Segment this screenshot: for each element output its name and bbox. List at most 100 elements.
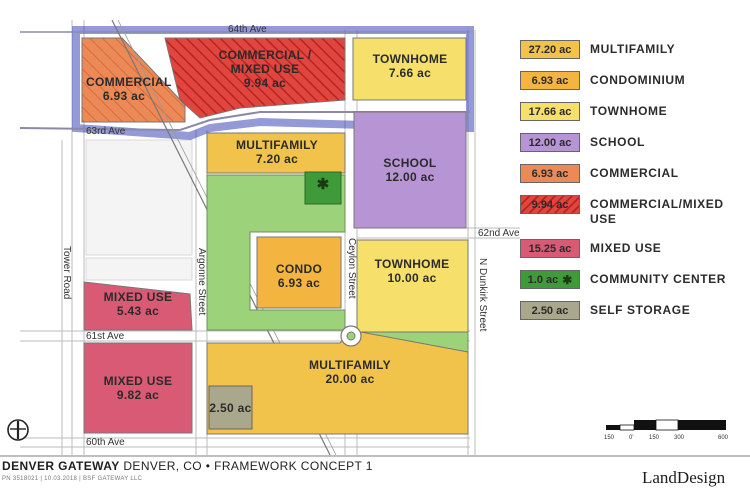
parcel-area: 7.20 ac [255,152,299,166]
parcel-name: TOWNHOME [374,257,450,271]
parcel-multifamily-south [206,329,469,435]
legend-value: 27.20 ac [528,43,572,56]
parcel-area: 7.66 ac [388,66,432,80]
legend-label-line2: USE [590,212,617,226]
plan-meta: PN 3518021 | 10.03.2018 | BSF GATEWAY LL… [2,476,143,482]
parcel-school [353,111,467,229]
legend-label: COMMERCIAL/MIXED USE [590,197,724,227]
street-label-dunkirk: N Dunkirk Street [477,258,488,332]
street-label-60th: 60th Ave [86,437,125,448]
parcel-label-mixed-use-north: MIXED USE 5.43 ac [90,290,186,318]
parcel-area: 10.00 ac [387,271,437,285]
legend-label: CONDOMINIUM [590,73,686,87]
legend-value: 6.93 ac [531,74,569,87]
scale-label: 300 [674,435,685,441]
street-label-argonne: Argonne Street [196,248,207,316]
parcel-name: CONDO [275,262,323,276]
legend-swatch: 1.0 ac✱ [520,270,580,289]
scale-bar-graphic [606,419,726,431]
parcel-commercial-mixed-use [164,37,346,119]
concept-name: FRAMEWORK CONCEPT 1 [214,459,373,473]
legend-row-multifamily: 27.20 ac MULTIFAMILY [520,40,748,62]
parcel-area: 9.82 ac [116,388,160,402]
legend-row-commercial-mixed: 9.94 ac COMMERCIAL/MIXED USE [520,195,748,227]
legend-value: 15.25 ac [528,242,572,255]
legend-label: SELF STORAGE [590,303,691,317]
parcel-name: MIXED USE [103,290,173,304]
legend-swatch: 17.66 ac [520,102,580,121]
community-center-parcel [304,171,342,205]
parcel-area: 9.94 ac [243,76,287,90]
legend-label: SCHOOL [590,135,645,149]
street-label-61st: 61st Ave [86,331,125,342]
parcel-name: COMMERCIAL [86,75,172,89]
legend-label: MULTIFAMILY [590,42,676,56]
parcel-area: 20.00 ac [325,372,375,386]
street-label-63rd: 63rd Ave [86,126,126,137]
road-63rd [19,111,470,132]
existing-block [85,139,193,256]
parcel-area: 12.00 ac [385,170,435,184]
legend-swatch: 12.00 ac [520,133,580,152]
legend-label: TOWNHOME [590,104,668,118]
legend-value: 2.50 ac [531,304,569,317]
legend-row-mixed-use: 15.25 ac MIXED USE [520,239,748,261]
parcel-name: MULTIFAMILY [309,358,391,372]
legend-swatch: 6.93 ac [520,71,580,90]
street-label-tower: Tower Road [61,246,72,300]
plan-title: DENVER GATEWAY DENVER, CO • FRAMEWORK CO… [2,459,373,473]
parcel-area: 6.93 ac [277,276,321,290]
parcel-area: 2.50 ac [209,401,252,415]
parcel-name: MIXED USE [103,374,173,388]
parcel-name: MULTIFAMILY [236,138,318,152]
parcel-condo [256,236,342,309]
street-label-64th: 64th Ave [228,24,267,35]
legend-label-line1: COMMERCIAL/MIXED [590,197,724,211]
parcel-area: 5.43 ac [116,304,160,318]
parcel-label-mixed-use-south: MIXED USE 9.82 ac [90,374,186,402]
project-location: DENVER, CO [123,459,203,473]
parcel-label-school: SCHOOL 12.00 ac [360,156,460,184]
parcel-name: TOWNHOME [372,52,448,66]
legend-value: 6.93 ac [531,167,569,180]
parcel-name: SCHOOL [383,156,437,170]
legend-label: MIXED USE [590,241,662,255]
parcel-label-condo: CONDO 6.93 ac [260,262,338,290]
parcel-name: COMMERCIAL / [218,48,312,62]
legend-value: 9.94 ac [531,198,569,211]
park-open-space [206,174,346,331]
parcel-label-townhome-south: TOWNHOME 10.00 ac [362,257,462,285]
legend-row-townhome: 17.66 ac TOWNHOME [520,102,748,124]
title-block: DENVER GATEWAY DENVER, CO • FRAMEWORK CO… [2,459,373,482]
legend-value: 12.00 ac [528,136,572,149]
parcel-label-multifamily-south: MULTIFAMILY 20.00 ac [290,358,410,386]
parcel-label-multifamily-north: MULTIFAMILY 7.20 ac [222,138,332,166]
parcel-townhome-north [352,37,467,101]
scale-label: 0' [629,435,634,441]
legend-label: COMMERCIAL [590,166,679,180]
landdesign-logo: LandDesign [642,468,726,487]
legend-row-condominium: 6.93 ac CONDOMINIUM [520,71,748,93]
street-label-62nd: 62nd Ave [478,228,520,239]
street-label-ceylon: Ceylon Street [346,238,357,299]
parcel-area: 6.93 ac [102,89,146,103]
legend-swatch: 6.93 ac [520,164,580,183]
roundabout-center [346,331,356,341]
legend-row-school: 12.00 ac SCHOOL [520,133,748,155]
parcel-self-storage [208,385,253,430]
legend-row-self-storage: 2.50 ac SELF STORAGE [520,301,748,323]
parcel-townhome-south [356,239,469,333]
legend-swatch: 15.25 ac [520,239,580,258]
community-center-star-icon: ✱ [316,176,330,193]
parcel-mixed-use-south [83,342,193,434]
project-name: DENVER GATEWAY [2,459,120,473]
north-arrow-icon [7,419,29,441]
parcel-label-townhome-north: TOWNHOME 7.66 ac [360,52,460,80]
scale-label: 600 [718,435,729,441]
scale-label: 150 [649,435,660,441]
legend-swatch: 27.20 ac [520,40,580,59]
legend-row-commercial: 6.93 ac COMMERCIAL [520,164,748,186]
parcel-name-2: MIXED USE [230,62,300,76]
legend-value: 17.66 ac [528,105,572,118]
